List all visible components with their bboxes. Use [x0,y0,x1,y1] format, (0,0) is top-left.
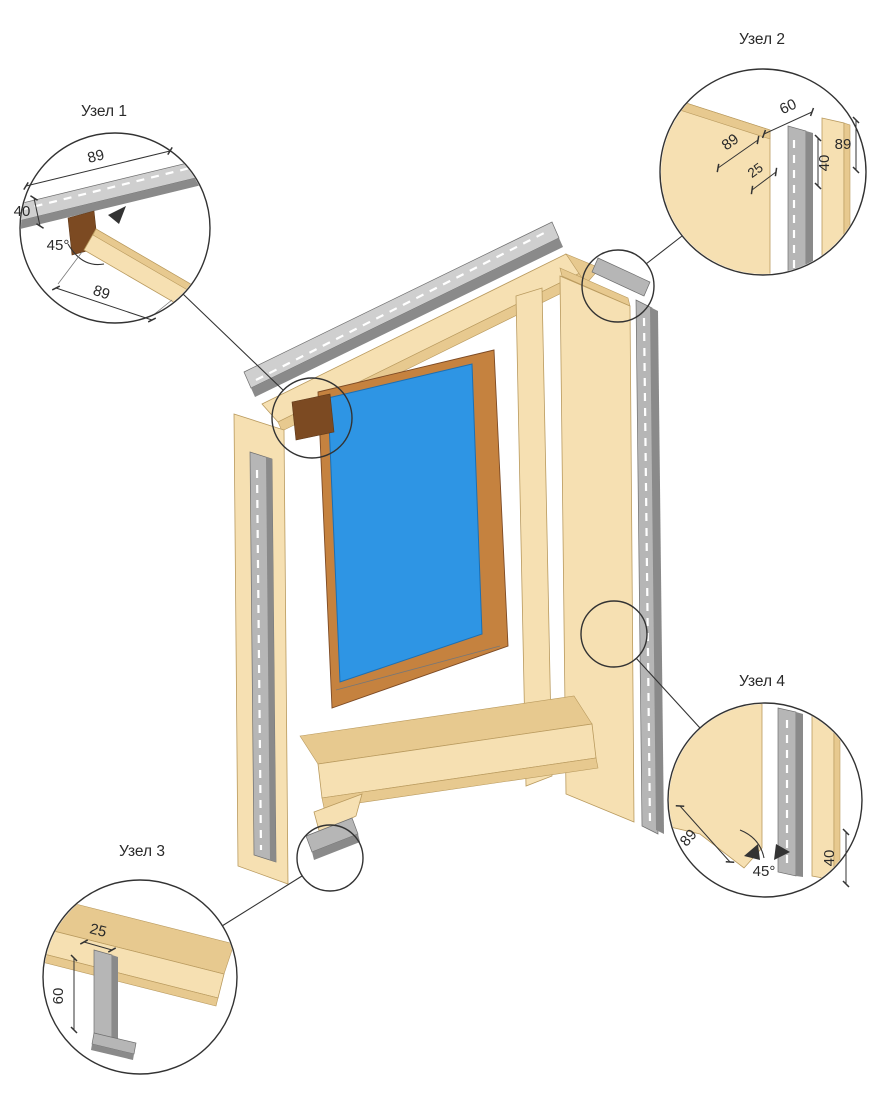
dim-value-45deg: 45° [47,237,70,254]
leader-line-1 [182,293,284,391]
dim-angle-45: 45° [47,206,126,266]
callout-4-label: Узел 4 [739,673,785,690]
dim-value-89-side: 89 [719,131,742,155]
angle-arrow-left [744,844,760,860]
callout-3-label: Узел 3 [119,843,165,860]
callout-1-label: Узел 1 [81,103,127,120]
dim-value-89-right: 89 [835,136,852,153]
callout-2-circle [659,68,867,276]
callout-node-2: 60 89 25 40 89 Узел 2 [659,31,867,276]
casing-miter-end [565,253,601,285]
top-starter-strip [243,221,563,397]
detail-markers [271,249,655,892]
leader-line-2 [645,235,683,265]
dim-value-40: 40 [816,155,833,172]
dim-value-89-diag: 89 [91,282,112,303]
dim-89-side: 89 [716,131,760,173]
dim-40: 40 [814,134,833,190]
dim-value-25: 25 [88,920,108,941]
callout-node-3: 25 60 Узел 3 [42,843,238,1075]
callout-4-circle [667,702,863,898]
frame-corner-block [291,393,335,441]
main-assembly-view [233,221,664,885]
leader-line-3 [221,875,303,927]
j-channel-detail [787,125,807,274]
dim-value-45deg: 45° [753,863,776,880]
detail-marker-3 [296,824,364,892]
detail-marker-4 [580,600,648,668]
right-trim-panels [515,267,664,835]
callout-node-1: 89 40 45° 89 Узел 1 [14,103,211,324]
bottom-corner-channel [305,793,363,860]
dim-angle-45: 45° [739,829,790,880]
callout-1-circle [19,132,211,324]
channel-detail [93,949,113,1039]
window-glass [327,363,483,683]
leader-line-4 [635,657,701,729]
bottom-sill-flashing [299,695,599,809]
dim-60: 60 [761,96,815,139]
corner-j-channel-top [591,257,651,297]
angle-arrow-right [774,844,790,860]
dim-25: 25 [79,920,117,953]
window-unit [291,349,509,709]
callout-2-label: Узел 2 [739,31,785,48]
dim-value-60: 60 [50,988,67,1005]
right-inner-strip [515,287,553,787]
detail-marker-2 [581,249,655,323]
leader-lines [182,235,701,927]
callout-node-4: 89 45° 40 Узел 4 [667,673,863,898]
dim-value-40: 40 [821,850,838,867]
callout-3-circle [42,879,238,1075]
dim-40: 40 [821,828,850,888]
dim-value-25: 25 [745,160,766,181]
dim-25: 25 [745,160,778,195]
left-trim-panel [233,413,289,885]
dim-89-top: 89 [23,146,173,191]
detail-marker-1 [271,377,353,459]
right-panel-face [559,275,635,823]
dim-value-89-top: 89 [86,146,106,167]
dim-value-60: 60 [777,96,799,118]
dim-60: 60 [50,954,78,1034]
angle-arrow [108,206,126,224]
